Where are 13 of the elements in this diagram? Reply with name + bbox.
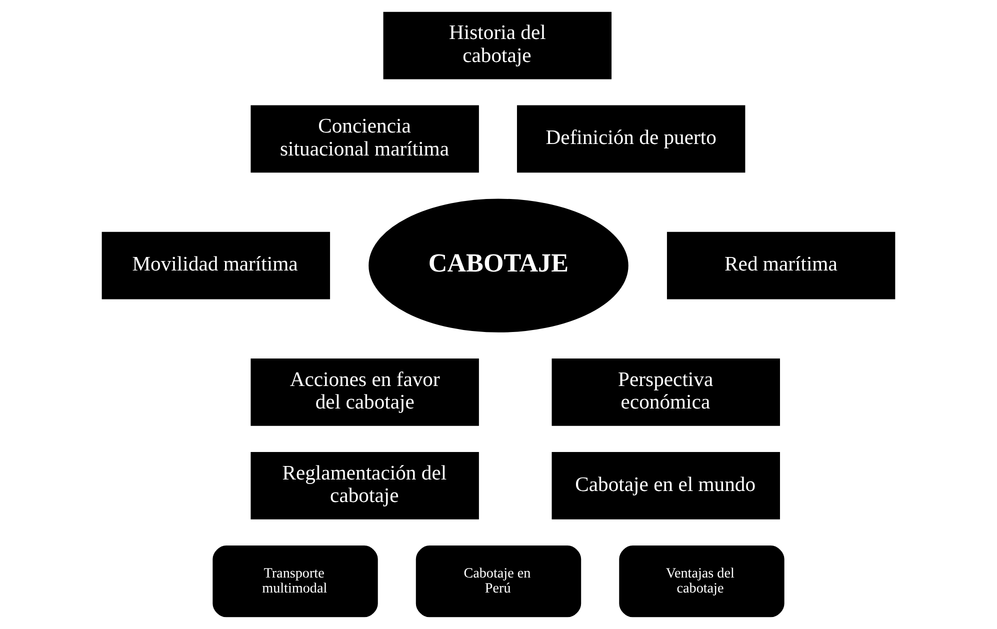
node-box: Perspectiva económica xyxy=(552,358,780,426)
node-box: Cabotaje en el mundo xyxy=(552,452,780,520)
node-box: Movilidad marítima xyxy=(102,232,330,300)
node-box: Definición de puerto xyxy=(516,105,746,173)
node-box: Ventajas del cabotaje xyxy=(619,545,784,618)
node-box: Transporte multimodal xyxy=(212,545,378,618)
node-box: Acciones en favor del cabotaje xyxy=(250,358,479,426)
node-box: Cabotaje en Perú xyxy=(416,545,582,618)
node-ellipse: CABOTAJE xyxy=(368,198,628,332)
node-box: Conciencia situacional marítima xyxy=(250,105,479,173)
node-box: Historia del cabotaje xyxy=(383,12,612,80)
node-box: Reglamentación del cabotaje xyxy=(250,452,479,520)
node-box: Red marítima xyxy=(666,232,896,300)
